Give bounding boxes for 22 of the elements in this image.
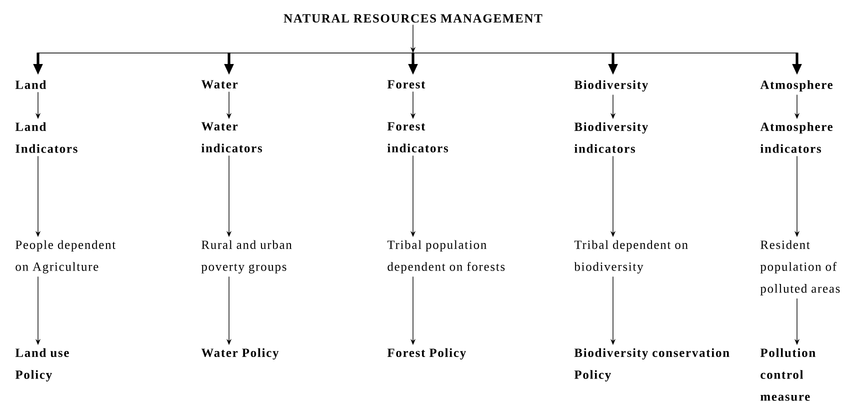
label-text: Forest Policy (387, 348, 466, 360)
label-text: Water (201, 80, 238, 89)
label-text: Tribal dependent on biodiversity (574, 240, 688, 274)
label-text: Land use Policy (15, 348, 69, 382)
connector-trunk (37, 24, 798, 54)
label-text: Rural and urban poverty groups (201, 240, 292, 274)
label-text: Water indicators (201, 122, 262, 152)
label-text: Water Policy (201, 348, 279, 360)
label-text: Land Indicators (15, 122, 78, 153)
label-text: People dependent on Agriculture (16, 240, 116, 274)
label-text: Biodiversity indicators (574, 122, 648, 153)
label-text: Forest (387, 80, 426, 88)
label-text: Biodiversity conservation Policy (574, 348, 730, 382)
label-text: Resident population of polluted areas (760, 240, 840, 296)
heading-text: NATURAL RESOURCES MANAGEMENT (284, 14, 542, 23)
label-text: Land (15, 80, 46, 89)
label-text: Forest indicators (387, 122, 448, 152)
label-text: Pollution control measure (760, 348, 816, 401)
label-text: Tribal population dependent on forests (387, 240, 505, 274)
label-text: Atmosphere (760, 80, 832, 92)
label-text: Atmosphere indicators (760, 122, 832, 153)
label-text: Biodiversity (574, 80, 648, 92)
